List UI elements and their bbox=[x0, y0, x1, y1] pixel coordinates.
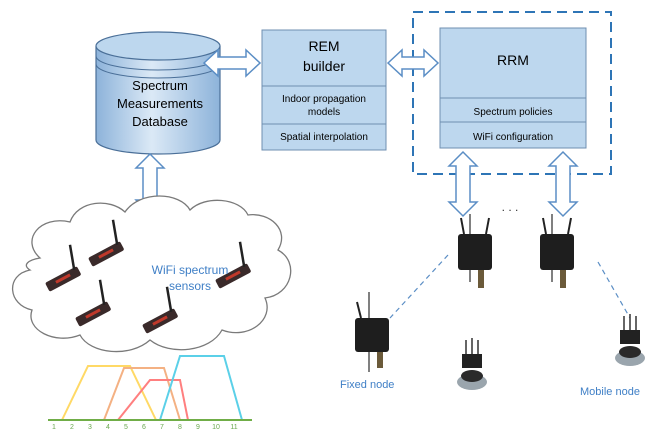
channel-tick: 2 bbox=[70, 424, 74, 431]
fixed-node-label: Fixed node bbox=[340, 379, 395, 391]
database-label-line: Spectrum bbox=[132, 78, 188, 93]
db-rem-double-arrow bbox=[202, 48, 262, 78]
channel-tick: 8 bbox=[178, 424, 182, 431]
rem-builder-title-line: builder bbox=[302, 58, 346, 74]
channel-tick: 1 bbox=[52, 424, 56, 431]
rrm-box bbox=[439, 27, 587, 149]
link-to-mobile-node bbox=[597, 261, 631, 319]
fixed-node-icon bbox=[355, 292, 389, 372]
wifi-sensor-dongle bbox=[88, 219, 124, 267]
rem-builder-sub-line: models bbox=[307, 107, 341, 118]
wifi-sensor-dongle bbox=[75, 279, 111, 327]
rem-builder-sub-line: Indoor propagation bbox=[282, 94, 366, 105]
channel-7-mask bbox=[117, 379, 189, 421]
wifi-sensor-dongle bbox=[142, 286, 178, 334]
database-label-line: Measurements bbox=[117, 96, 203, 111]
rrm-node1-double-arrow bbox=[447, 150, 479, 218]
more-nodes-ellipsis: . . . bbox=[501, 200, 519, 214]
link-to-fixed-node bbox=[389, 254, 449, 319]
rrm-wifi-configuration: WiFi configuration bbox=[472, 132, 554, 143]
mobile-node-icon bbox=[457, 338, 487, 390]
channel-tick: 6 bbox=[142, 424, 146, 431]
rem-builder-box bbox=[261, 29, 387, 151]
wifi-sensor-dongle bbox=[215, 241, 251, 289]
access-node-1-icon bbox=[458, 214, 492, 288]
access-node-2-icon bbox=[540, 214, 574, 288]
rem-builder-title: REM builder bbox=[262, 36, 386, 76]
channel-tick: 9 bbox=[196, 424, 200, 431]
sensor-cloud bbox=[11, 195, 292, 353]
channel-tick: 10 bbox=[212, 424, 220, 431]
cloud-label-line: WiFi spectrum bbox=[151, 263, 229, 277]
rrm-spectrum-policies: Spectrum policies bbox=[473, 107, 553, 118]
rem-builder-spatial-interpolation: Spatial interpolation bbox=[280, 132, 368, 143]
rrm-node2-double-arrow bbox=[547, 150, 579, 218]
rem-builder-title-line: REM bbox=[308, 38, 340, 54]
rem-rrm-double-arrow bbox=[386, 48, 440, 78]
channel-tick: 3 bbox=[88, 424, 92, 431]
database-cylinder bbox=[95, 31, 221, 155]
rem-builder-propagation-models: Indoor propagation models bbox=[262, 93, 386, 119]
wifi-channel-spectrum bbox=[48, 355, 252, 421]
channel-1-mask bbox=[61, 365, 157, 421]
cloud-label-line: sensors bbox=[168, 279, 212, 293]
channel-11-mask bbox=[159, 355, 243, 421]
channel-6-mask bbox=[103, 367, 181, 421]
cloud-label: WiFi spectrum sensors bbox=[120, 262, 260, 294]
rrm-dashed-frame bbox=[412, 11, 612, 175]
channel-tick: 4 bbox=[106, 424, 110, 431]
channel-tick: 5 bbox=[124, 424, 128, 431]
wifi-sensor-dongle bbox=[45, 244, 81, 292]
channel-tick: 11 bbox=[230, 424, 238, 431]
database-label: Spectrum Measurements Database bbox=[90, 77, 230, 131]
channel-tick: 7 bbox=[160, 424, 164, 431]
database-label-line: Database bbox=[132, 114, 188, 129]
mobile-node-icon bbox=[615, 314, 645, 366]
mobile-node-label: Mobile node bbox=[580, 386, 640, 398]
rrm-title: RRM bbox=[497, 52, 529, 68]
